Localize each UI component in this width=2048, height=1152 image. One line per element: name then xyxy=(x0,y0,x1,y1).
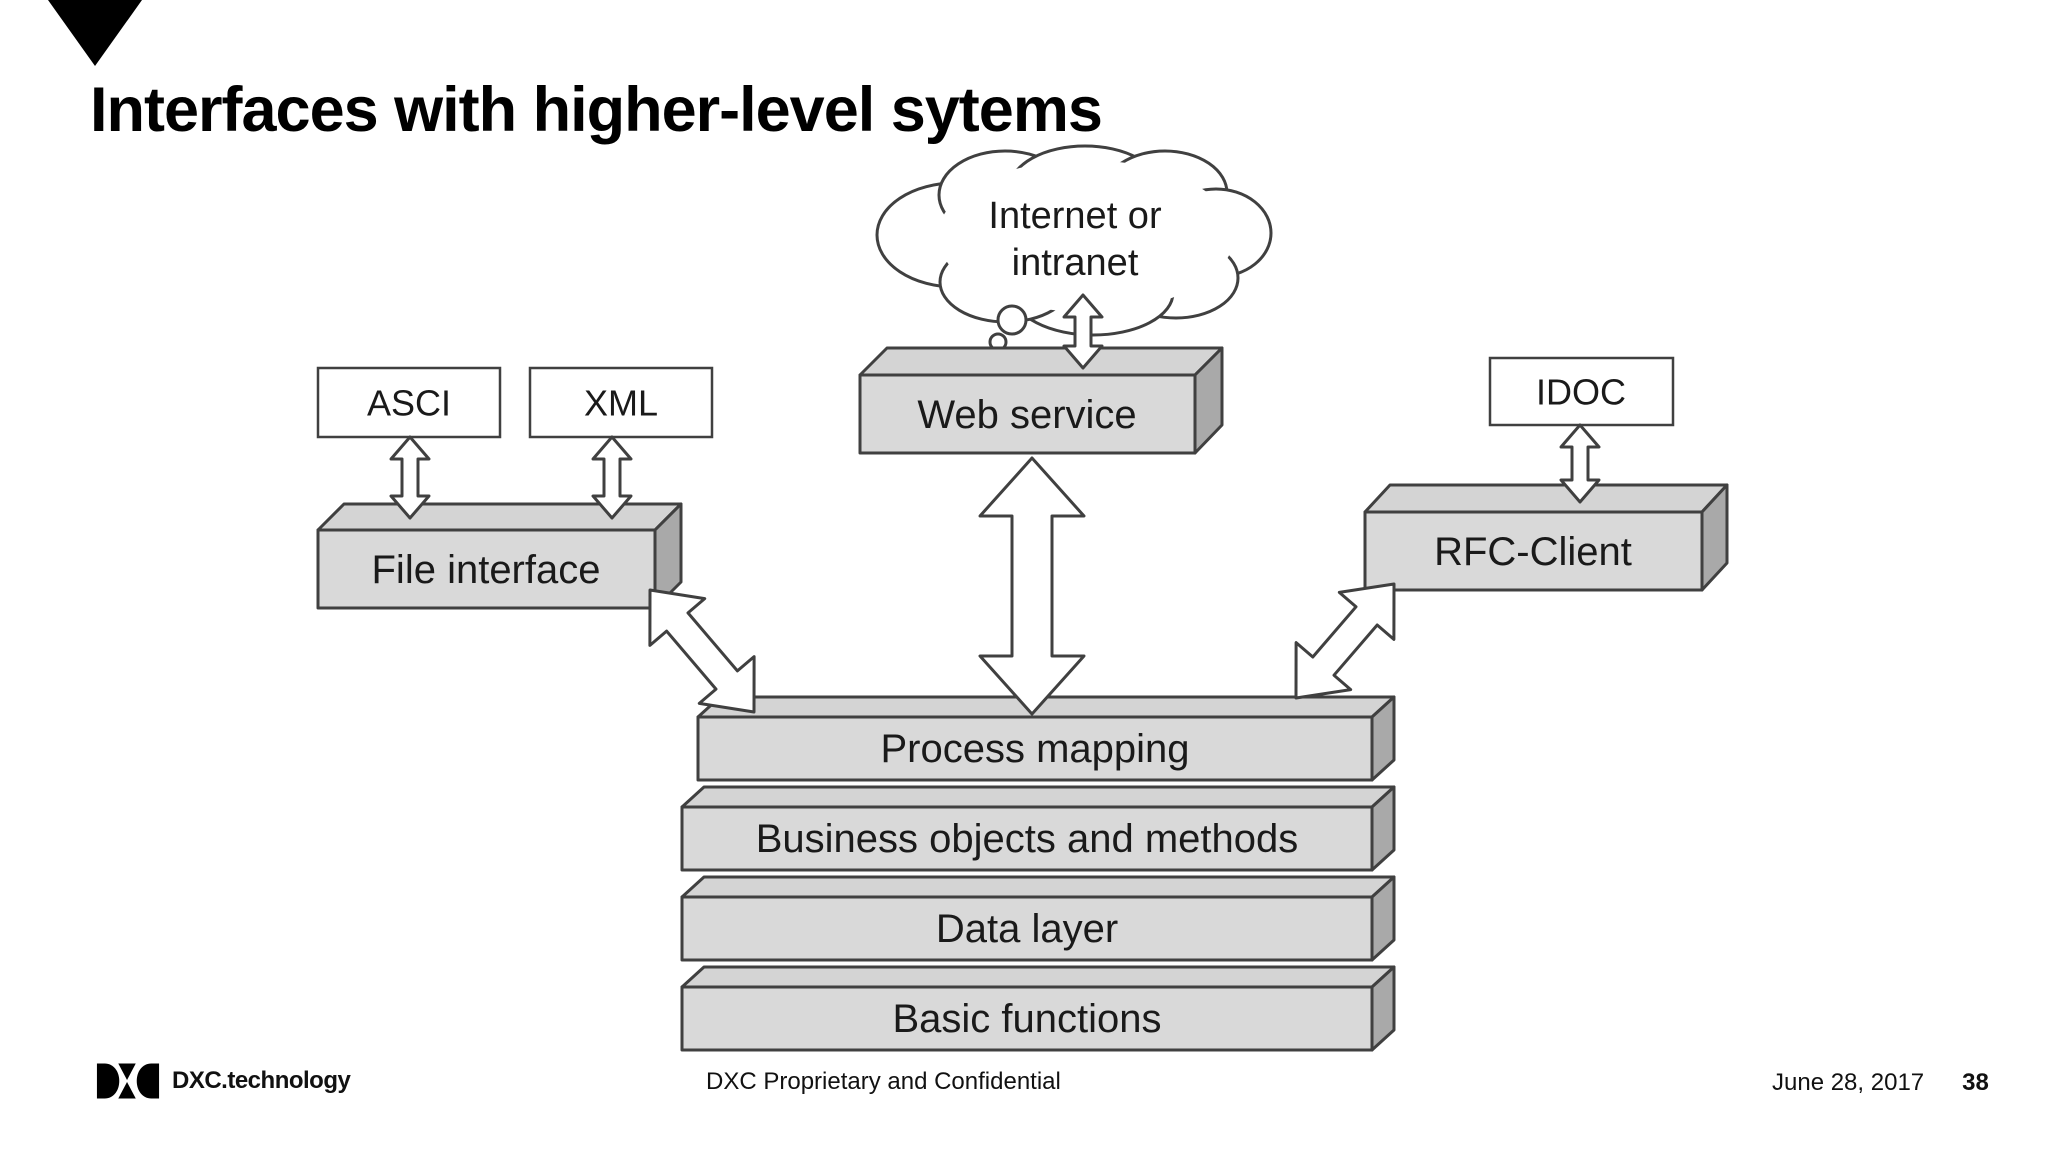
basic-functions-label: Basic functions xyxy=(892,997,1161,1041)
layer-data-layer: Data layer xyxy=(680,875,1396,962)
dxc-logo-d xyxy=(96,1063,120,1099)
layer-front-face xyxy=(680,805,1374,872)
dxc-logo xyxy=(96,1063,160,1099)
dxc-logo-x-top xyxy=(118,1063,136,1081)
box-top-face xyxy=(316,502,683,532)
file-interface-box: File interface xyxy=(316,502,683,610)
layer-front-face xyxy=(696,715,1374,782)
box-top-face xyxy=(858,346,1224,377)
asci-label: ASCI xyxy=(367,383,451,424)
cloud-body xyxy=(938,160,1234,312)
layer-front-face xyxy=(680,985,1374,1052)
file-interface-label: File interface xyxy=(372,548,601,592)
process-mapping-label: Process mapping xyxy=(880,727,1189,771)
xml-box: XML xyxy=(528,366,714,439)
layer-business-objects: Business objects and methods xyxy=(680,785,1396,872)
idoc-label: IDOC xyxy=(1536,372,1626,413)
layer-basic-functions: Basic functions xyxy=(680,965,1396,1052)
layer-top-face xyxy=(680,965,1396,989)
dxc-logo-c xyxy=(136,1063,160,1099)
box-front-face xyxy=(858,373,1197,455)
dxc-logo-x-bottom xyxy=(118,1081,136,1099)
rfc-client-box: RFC-Client xyxy=(1363,483,1729,592)
box-top-face xyxy=(1363,483,1729,514)
xml-box-shape xyxy=(528,366,714,439)
layer-front-face xyxy=(680,895,1374,962)
arrow-cloud-webservice xyxy=(1062,293,1104,370)
arrow-fileinterface-processmapping xyxy=(648,588,756,714)
rfc-client-label: RFC-Client xyxy=(1434,530,1632,574)
arrow-webservice-processmapping xyxy=(978,456,1086,716)
data-layer-label: Data layer xyxy=(936,907,1118,951)
arrow-xml-fileinterface xyxy=(591,435,633,520)
internet-cloud: Internet or intranet xyxy=(875,144,1273,352)
arrow-asci-fileinterface xyxy=(389,435,431,520)
asci-box: ASCI xyxy=(316,366,502,439)
footer-confidential-text: DXC Proprietary and Confidential xyxy=(706,1068,1061,1095)
idoc-box: IDOC xyxy=(1488,356,1675,427)
footer-logo-text: DXC.technology xyxy=(172,1067,351,1094)
web-service-label: Web service xyxy=(917,393,1136,437)
footer-page-number: 38 xyxy=(1962,1069,1989,1096)
footer-date: June 28, 2017 xyxy=(1772,1069,1925,1096)
web-service-box: Web service xyxy=(858,346,1224,455)
box-front-face xyxy=(1363,510,1704,592)
arrow-idoc-rfcclient xyxy=(1559,423,1601,504)
footer-right-group: June 28, 2017 38 xyxy=(1772,1069,1989,1097)
xml-label: XML xyxy=(584,383,658,424)
arrow-rfcclient-processmapping xyxy=(1294,582,1396,700)
layer-process-mapping: Process mapping xyxy=(696,695,1396,782)
box-front-face xyxy=(316,528,657,610)
down-triangle-icon xyxy=(48,0,142,66)
cloud-tail-bubble xyxy=(996,304,1028,336)
layer-top-face xyxy=(680,875,1396,899)
page-title: Interfaces with higher-level sytems xyxy=(90,75,1103,145)
layer-top-face xyxy=(680,785,1396,809)
cloud-label-line2: intranet xyxy=(1012,242,1139,284)
business-objects-label: Business objects and methods xyxy=(756,817,1299,861)
cloud-label-line1: Internet or xyxy=(988,195,1162,237)
